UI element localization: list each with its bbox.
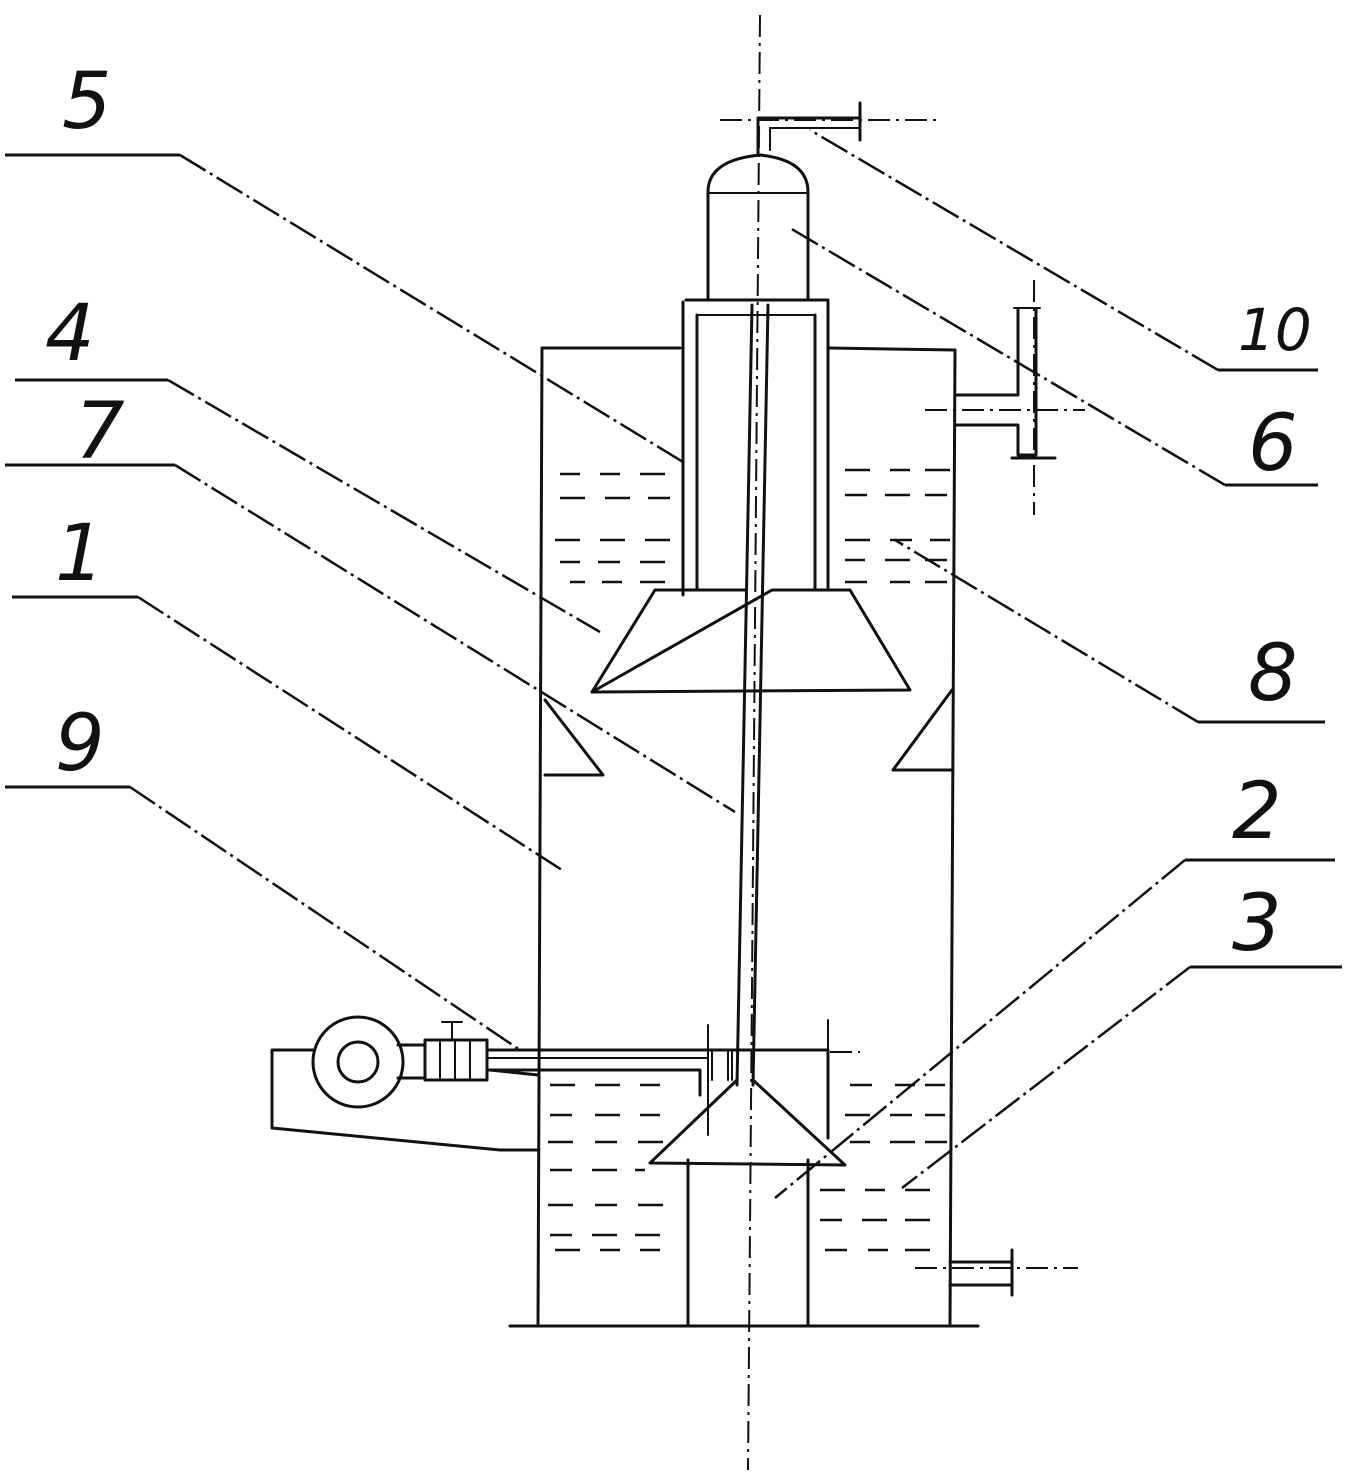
- central-tube: [735, 303, 770, 1087]
- upper-cone: [590, 588, 912, 694]
- label-3: 3: [1232, 879, 1282, 969]
- label-2: 2: [1232, 767, 1282, 857]
- label-10: 10: [1238, 296, 1312, 364]
- label-8: 8: [1248, 629, 1298, 719]
- drain-outlet: [915, 1248, 1078, 1297]
- label-9: 9: [55, 699, 105, 789]
- pump-assembly: [270, 1015, 860, 1152]
- gas-collector: [684, 101, 940, 302]
- main-vessel: [508, 346, 980, 1328]
- lower-water: [548, 1083, 947, 1252]
- label-6: 6: [1248, 399, 1298, 489]
- pump-icon: [311, 1015, 405, 1109]
- label-5: 5: [62, 57, 112, 147]
- upper-water: [555, 468, 950, 584]
- label-4: 4: [45, 289, 95, 379]
- riser-tube: [681, 300, 830, 597]
- center-line: [747, 14, 761, 1471]
- side-outlet: [925, 280, 1085, 515]
- label-1: 1: [55, 509, 105, 599]
- label-7: 7: [75, 387, 125, 477]
- reference-numerals: 5 4 7 1 9 10 6 8 2 3: [45, 57, 1312, 969]
- leader-lines: [5, 128, 1342, 1199]
